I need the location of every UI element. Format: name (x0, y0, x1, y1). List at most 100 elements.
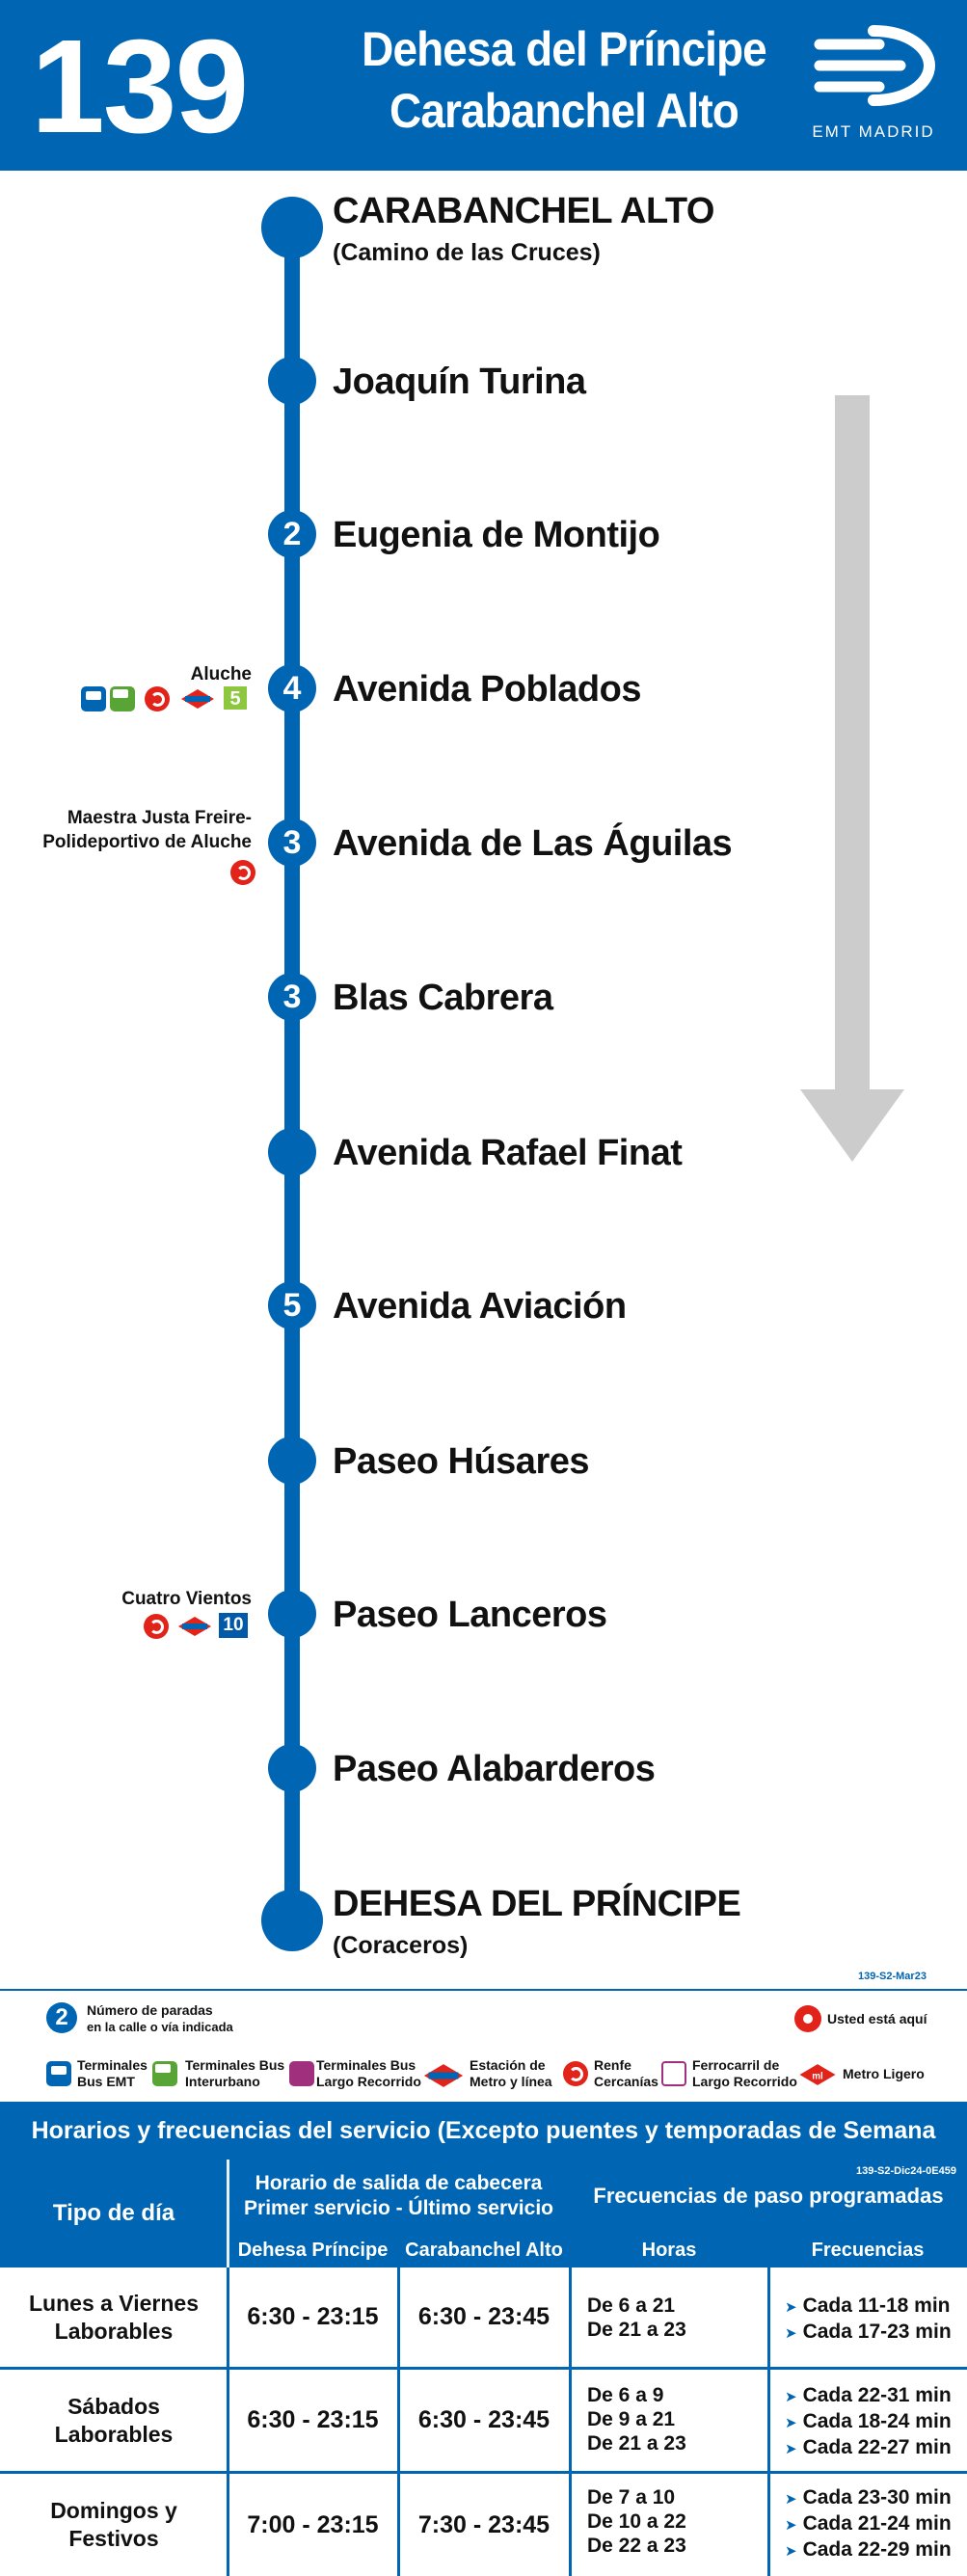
grid-line (397, 2267, 400, 2576)
grid-line (767, 2267, 770, 2576)
table-row-tipo: Domingos y Festivos (0, 2474, 228, 2576)
stop-name: Paseo Alabarderos (333, 1749, 656, 1789)
arrow-icon: ➤ (785, 2491, 797, 2508)
col-header-horas: Horas (570, 2233, 768, 2267)
renfe-icon (563, 2061, 588, 2086)
grid-line (0, 2367, 967, 2370)
renfe-icon (144, 1614, 169, 1639)
cell-frecuencias: ➤ Cada 11-18 min ➤ Cada 17-23 min (785, 2294, 952, 2346)
light-metro-icon: ml (799, 2064, 836, 2085)
direction-arrow-icon (800, 395, 904, 1162)
tipo-line2: Laborables (54, 2318, 174, 2344)
col-header-tipo: Tipo de día (0, 2160, 228, 2267)
stop-dot (268, 1744, 316, 1792)
legend-label: Bus EMT (77, 2074, 135, 2089)
cell-horas: De 6 a 21 De 21 a 23 (587, 2294, 686, 2342)
freq-item: ➤Cada 22-27 min (785, 2435, 952, 2461)
tipo-line2: Laborables (54, 2421, 174, 2447)
arrow-icon: ➤ (785, 2543, 797, 2560)
stop-count-badge: 4 (268, 664, 316, 712)
legend-label: Largo Recorrido (316, 2074, 421, 2089)
horas-item: De 21 a 23 (587, 2432, 686, 2455)
tipo-line1: Lunes a Viernes (29, 2290, 199, 2316)
horas-item: De 7 a 10 (587, 2486, 676, 2509)
terminal-dot (261, 197, 323, 258)
legend-label: Número de paradas (87, 2002, 213, 2018)
col-header-frecuencias-group: Frecuencias de paso programadas (570, 2160, 967, 2233)
interurban-bus-icon (110, 686, 135, 711)
freq-text: Cada 11-18 min (802, 2294, 951, 2317)
legend-label: en la calle o vía indicada (87, 2020, 233, 2034)
legend-label: Largo Recorrido (692, 2074, 797, 2089)
stop-name: Paseo Húsares (333, 1441, 590, 1482)
arrow-icon: ➤ (785, 2325, 797, 2342)
cell-frecuencias: ➤ Cada 22-31 min ➤ Cada 18-24 min ➤Cada 22… (785, 2383, 952, 2461)
connection-label: Polideportivo de Aluche (42, 832, 252, 852)
arrow-icon: ➤ (785, 2299, 797, 2316)
freq-item: ➤Cada 23-30 min (785, 2485, 952, 2511)
interurban-bus-icon (152, 2061, 177, 2086)
divider (0, 1989, 967, 1991)
freq-text: Cada 22-27 min (802, 2436, 952, 2458)
schedule-title: Horarios y frecuencias del servicio (Exc… (0, 2102, 967, 2202)
cell-carabanchel: 6:30 - 23:45 (417, 2406, 551, 2433)
horas-item: De 6 a 21 (587, 2294, 676, 2317)
stop-name: Avenida Poblados (333, 669, 642, 710)
stop-count-badge: 2 (268, 510, 316, 558)
freq-item: ➤ Cada 22-29 min (785, 2537, 952, 2563)
route-line (284, 224, 300, 1920)
metro-icon (181, 689, 214, 709)
grid-line (227, 2267, 229, 2576)
horas-item: De 21 a 23 (587, 2319, 686, 2341)
freq-text: Cada 17-23 min (802, 2321, 952, 2343)
stop-name: Avenida Rafael Finat (333, 1133, 683, 1173)
col-header-carabanchel: Carabanchel Alto (398, 2233, 570, 2267)
freq-text: Cada 21-24 min (802, 2512, 952, 2535)
cell-horas: De 7 a 10 De 10 a 22 De 22 a 23 (587, 2485, 686, 2558)
legend-label: Metro y línea (470, 2074, 552, 2089)
cell-frecuencias: ➤Cada 23-30 min ➤Cada 21-24 min ➤Cada 22… (785, 2485, 952, 2563)
tipo-line1: Domingos y (50, 2498, 177, 2523)
arrow-icon: ➤ (785, 2389, 797, 2405)
freq-text: Cada 22-29 min (802, 2538, 952, 2561)
freq-item: ➤ Cada 17-23 min (785, 2320, 952, 2346)
long-distance-rail-icon (661, 2061, 686, 2086)
stop-count-badge: 5 (268, 1281, 316, 1329)
tipo-line2: Festivos (68, 2526, 159, 2551)
freq-item: ➤ Cada 11-18 min (785, 2294, 952, 2320)
emt-logo-icon (814, 25, 936, 106)
stop-name: Avenida de Las Águilas (333, 823, 733, 864)
legend-label: Renfe (594, 2057, 631, 2073)
freq-item: ➤Cada 21-24 min (785, 2511, 952, 2537)
legend-label: Cercanías (594, 2074, 658, 2089)
legend-label: Metro Ligero (843, 2066, 925, 2081)
stop-subtitle: (Coraceros) (333, 1932, 469, 1959)
stop-name: Avenida Aviación (333, 1286, 627, 1327)
bus-terminal-icon (81, 686, 106, 711)
tipo-line1: Sábados (67, 2393, 160, 2419)
freq-text: Cada 18-24 min (802, 2410, 952, 2432)
freq-text: Cada 22-31 min (802, 2384, 952, 2406)
header-banner: 139 Dehesa del Príncipe Carabanchel Alto… (0, 0, 967, 171)
grid-line (0, 2471, 967, 2474)
bus-terminal-icon (46, 2061, 71, 2086)
operator-name: EMT MADRID (812, 122, 935, 141)
freq-item: ➤ Cada 22-31 min (785, 2383, 952, 2409)
schedule-table: Tipo de día Horario de salida de cabecer… (0, 2160, 967, 2576)
stop-name: CARABANCHEL ALTO (333, 191, 714, 231)
legend-label: Terminales Bus (185, 2057, 285, 2073)
col-header-horario: Horario de salida de cabecera Primer ser… (228, 2160, 570, 2233)
stop-count-legend-badge: 2 (46, 2002, 77, 2033)
you-are-here-icon (794, 2005, 821, 2032)
arrow-icon: ➤ (785, 2415, 797, 2431)
stop-dot (268, 1436, 316, 1485)
stop-name: Joaquín Turina (333, 362, 586, 402)
connection-label: Maestra Justa Freire- (67, 808, 252, 828)
stop-dot (268, 1128, 316, 1176)
metro-icon (423, 2064, 464, 2087)
horas-item: De 6 a 9 (587, 2384, 664, 2406)
legend-label: Terminales Bus (316, 2057, 416, 2073)
cell-dehesa: 6:30 - 23:15 (247, 2303, 379, 2330)
long-distance-bus-icon (289, 2061, 314, 2086)
route-destination-1: Dehesa del Príncipe (362, 22, 767, 76)
